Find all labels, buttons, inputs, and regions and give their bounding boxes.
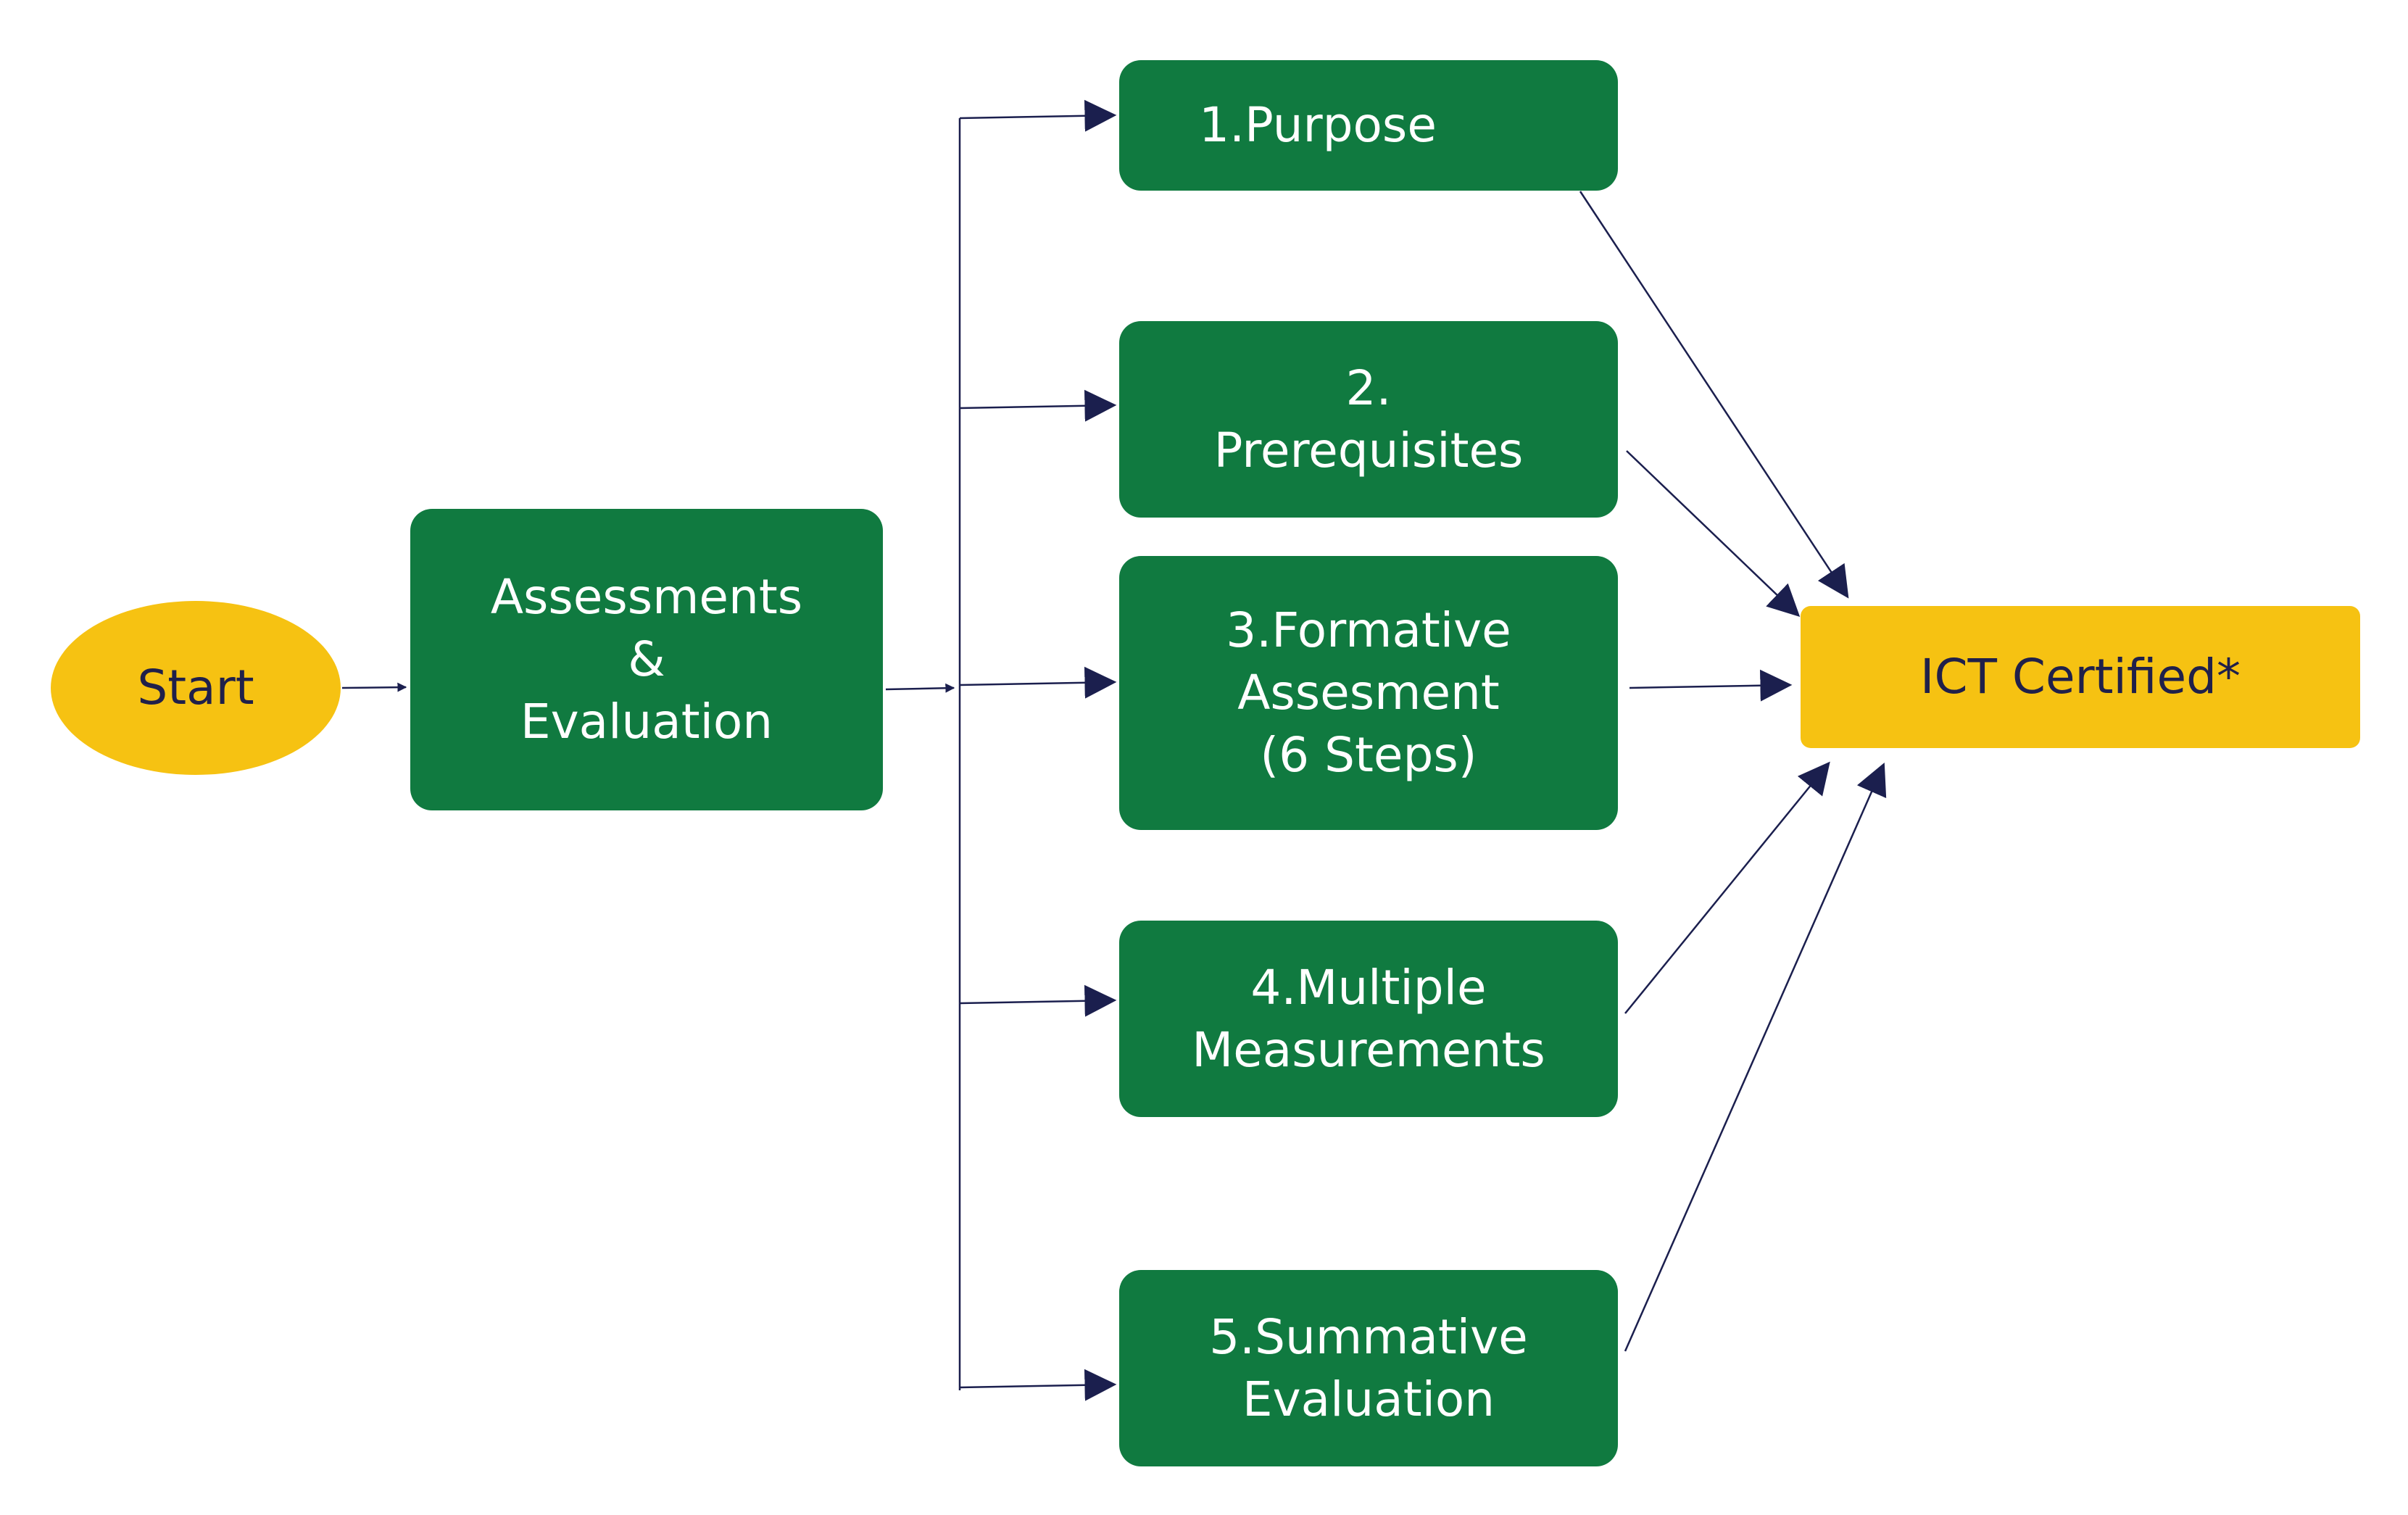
- edge-summative-ict: [1624, 762, 1887, 1352]
- purpose-label: 1.Purpose: [1199, 97, 1437, 154]
- edge-branch-multiple: [959, 984, 1117, 1017]
- edge-branch-summative: [959, 1369, 1117, 1401]
- edge-start-assessment: [341, 682, 407, 692]
- assessment-label-line-3: Evaluation: [520, 693, 773, 750]
- assessment-node: Assessments & Evaluation: [410, 509, 883, 810]
- edge-purpose-ict: [1579, 191, 1849, 599]
- summative-label-line-1: 5.Summative: [1209, 1308, 1528, 1365]
- edge-branch-prerequisites: [959, 389, 1117, 422]
- assessment-label-line-1: Assessments: [490, 569, 803, 626]
- purpose-node: 1.Purpose: [1119, 60, 1618, 191]
- multiple-label-line-1: 4.Multiple: [1250, 959, 1487, 1016]
- start-label: Start: [137, 660, 254, 716]
- edge-assessment-branch: [885, 683, 955, 693]
- edge-formative-ict: [1629, 669, 1793, 702]
- prerequisites-label-line-2: Prerequisites: [1213, 422, 1524, 478]
- formative-label-line-1: 3.Formative: [1226, 602, 1511, 659]
- formative-label-line-2: Assesment: [1237, 665, 1500, 721]
- edge-branch-purpose: [959, 99, 1117, 132]
- multiple-node: 4.Multiple Measurements: [1119, 921, 1618, 1117]
- edge-branch-formative: [959, 666, 1117, 699]
- summative-label-line-2: Evaluation: [1242, 1371, 1495, 1427]
- ict-certified-node: ICT Certified*: [1801, 606, 2360, 748]
- summative-node: 5.Summative Evaluation: [1119, 1270, 1618, 1466]
- multiple-label-line-2: Measurements: [1192, 1021, 1545, 1078]
- prerequisites-label-line-1: 2.: [1345, 360, 1392, 416]
- prerequisites-node: 2. Prerequisites: [1119, 321, 1618, 518]
- ict-certified-label: ICT Certified*: [1920, 649, 2241, 705]
- assessment-label-line-2: &: [628, 631, 665, 688]
- formative-node: 3.Formative Assesment (6 Steps): [1119, 556, 1618, 830]
- edge-prerequisites-ict: [1626, 450, 1801, 618]
- formative-label-line-3: (6 Steps): [1260, 726, 1477, 783]
- edge-multiple-ict: [1624, 761, 1830, 1014]
- start-node: Start: [51, 601, 341, 775]
